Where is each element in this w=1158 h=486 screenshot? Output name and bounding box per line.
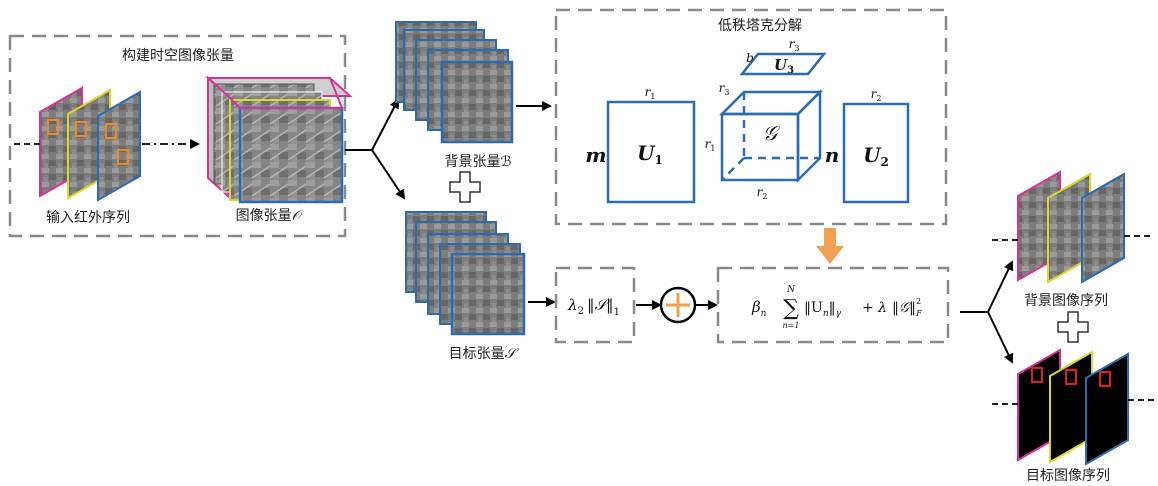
- background-tensor-stack: [395, 21, 514, 144]
- core-r3-label: r3: [719, 81, 730, 97]
- orange-down-arrow: [816, 228, 844, 264]
- core-label: 𝒢: [763, 121, 781, 145]
- dim-b-label: b: [746, 51, 754, 65]
- formula-beta: βn: [751, 298, 767, 319]
- output-fork-up-arrow: [987, 260, 1014, 313]
- u1-label: U1: [637, 141, 663, 167]
- core-r1-label: r1: [705, 137, 716, 153]
- target-output-frames: [1017, 348, 1129, 466]
- u2-label: U2: [863, 143, 889, 169]
- target-tensor-stack: [405, 211, 526, 336]
- stage1-title: 构建时空图像张量: [122, 48, 234, 64]
- u2-r2-label: r2: [871, 87, 882, 103]
- plus-symbol-right: [1057, 311, 1089, 343]
- formula-plus-lambda: + λ: [862, 300, 887, 316]
- formula-sum-sign: ∑: [783, 296, 799, 321]
- low-rank-term-dashed-box: [716, 266, 950, 344]
- dim-m-label: m: [585, 143, 606, 167]
- u1-factor-matrix: [606, 100, 696, 204]
- tucker-dashed-box: [554, 8, 948, 226]
- tucker-title: 低秩塔克分解: [718, 18, 802, 34]
- fork-down-arrow: [371, 149, 406, 200]
- dim-n-label: n: [825, 143, 840, 167]
- u2-factor-matrix: [842, 102, 910, 204]
- u3-label: U3: [774, 56, 794, 76]
- u3-factor-matrix: [739, 52, 827, 76]
- stage1-dashed-box: [8, 34, 347, 238]
- target-sequence-label: 目标图像序列: [1026, 468, 1110, 484]
- output-fork-down-arrow: [987, 311, 1014, 364]
- plus-symbol-middle: [449, 171, 481, 203]
- l1-term-dashed-box: [554, 266, 636, 344]
- l1-term-formula: λ2‖𝒮‖1: [567, 296, 620, 318]
- u1-r1-label: r1: [645, 85, 656, 101]
- background-tensor-label: 背景张量ℬ: [444, 154, 511, 170]
- core-tensor-cube: [718, 88, 824, 184]
- fork-up-arrow: [371, 98, 399, 151]
- background-output-frames: [1017, 170, 1125, 284]
- image-tensor-label: 图像张量𝒪: [236, 208, 304, 224]
- input-sequence-frames: [39, 86, 141, 202]
- circle-plus-operator: [659, 286, 697, 324]
- formula-term1: ‖Un‖γ: [804, 300, 842, 319]
- input-sequence-label: 输入红外序列: [46, 210, 130, 226]
- target-tensor-label: 目标张量𝒮: [449, 346, 520, 362]
- background-sequence-label: 背景图像序列: [1024, 293, 1108, 309]
- formula-sum-bottom: n=1: [783, 321, 800, 330]
- image-tensor-cube: [205, 75, 353, 204]
- core-r2-label: r2: [757, 185, 768, 201]
- formula-sum-top: N: [786, 285, 796, 295]
- u3-r3-label: r3: [789, 37, 800, 53]
